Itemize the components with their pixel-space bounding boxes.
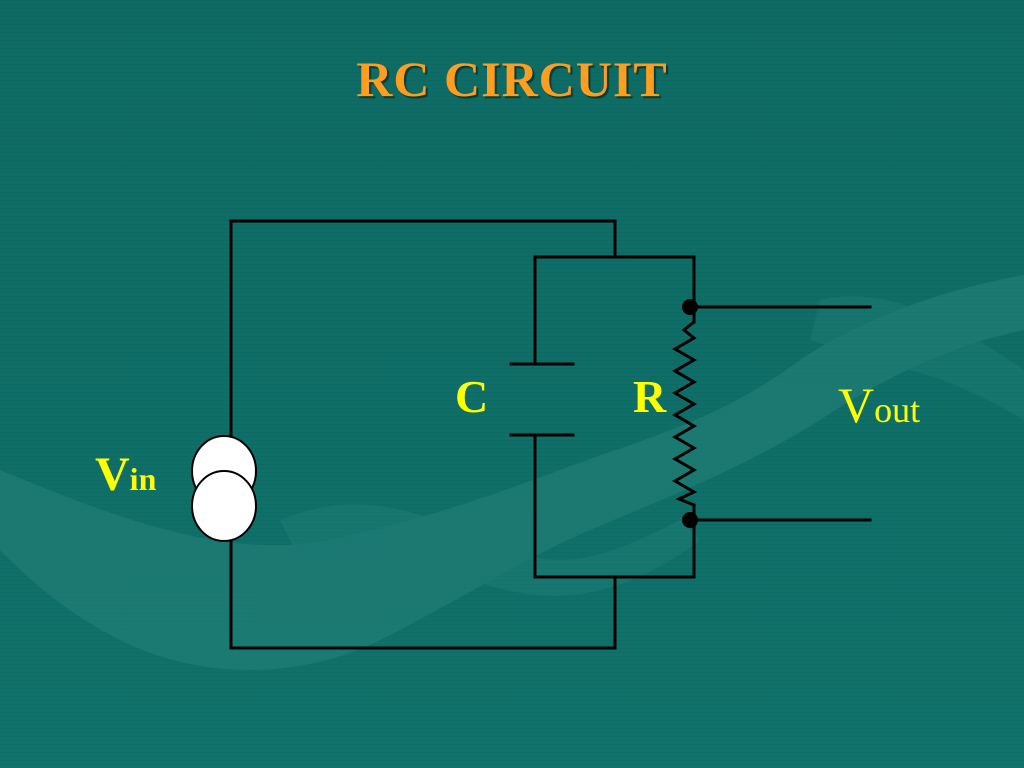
output-voltage-symbol: V: [838, 377, 875, 433]
input-voltage-subscript: in: [129, 461, 157, 497]
resistor-label: R: [633, 371, 667, 422]
output-voltage-label: Vout: [838, 380, 920, 430]
input-voltage-symbol: V: [95, 448, 130, 501]
handshake-watermark: [0, 275, 1024, 670]
slide-title: RC CIRCUIT: [356, 51, 668, 107]
output-node-bottom: [682, 512, 698, 528]
output-voltage-subscript: out: [874, 390, 921, 430]
resistor-zigzag: [672, 320, 698, 507]
capacitor-label: C: [455, 371, 489, 422]
voltage-source-symbol: [191, 435, 257, 542]
input-voltage-label: Vin: [95, 451, 156, 499]
output-node-top: [682, 299, 698, 315]
